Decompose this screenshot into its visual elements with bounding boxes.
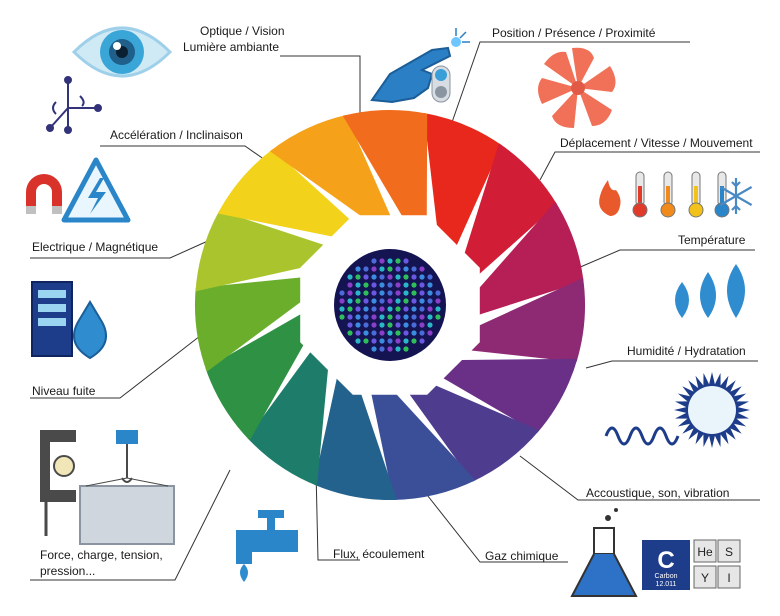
label-humidite: Humidité / Hydratation: [627, 344, 746, 358]
line-deplacement: [539, 151, 760, 181]
label-flux: Flux, écoulement: [333, 547, 425, 561]
wheel-segment: [412, 358, 578, 433]
line-gaz: [419, 485, 568, 563]
label-force: Force, charge, tension,: [40, 548, 163, 562]
line-humidite: [585, 360, 758, 369]
wheel-segment: [313, 343, 397, 501]
toggle-switch-icon: [431, 65, 451, 103]
element-tile: S: [725, 545, 733, 559]
element-tile: Y: [701, 571, 709, 585]
accelerometer-axes-icon: [46, 76, 102, 134]
electric-warning-icon: [61, 157, 131, 223]
clamp-load-icon: [40, 430, 175, 545]
element-tile: He: [697, 545, 713, 559]
label-pression: pression...: [40, 564, 96, 578]
line-niveau: [30, 335, 201, 399]
line-temperature: [577, 249, 755, 269]
connector-lines: [30, 41, 760, 581]
label-position: Position / Présence / Proximité: [492, 26, 656, 40]
center-dot-pattern: [339, 258, 441, 352]
center-sphere: [334, 249, 446, 361]
wheel-segment: [449, 143, 558, 301]
snowflake-icon: [719, 178, 753, 214]
line-acceleration: [100, 145, 269, 163]
label-lumiere-ambiante: Lumière ambiante: [183, 40, 280, 54]
line-position: [449, 41, 690, 129]
fan-blades-icon: [538, 47, 616, 128]
sound-wave-icon: [604, 426, 680, 446]
periodic-elements-icon: C Carbon 12.011 He S Y I: [642, 539, 741, 590]
line-acoustique: [519, 455, 760, 501]
wheel-segment: [217, 149, 380, 246]
thermometer-icon: [632, 171, 730, 218]
label-niveau-fuite: Niveau fuite: [32, 384, 96, 398]
label-deplacement: Déplacement / Vitesse / Mouvement: [560, 136, 753, 150]
pointing-hand-icon: [370, 28, 470, 104]
line-flux: [315, 469, 360, 561]
element-symbol: C: [657, 547, 674, 574]
label-acoustique: Accoustique, son, vibration: [586, 486, 730, 500]
magnet-icon: [26, 174, 62, 214]
faucet-icon: [236, 510, 298, 582]
wheel-segment: [195, 210, 357, 292]
wheel-segment: [269, 115, 405, 247]
wheel-segment: [247, 322, 333, 486]
element-mass: 12.011: [656, 581, 677, 588]
eye-icon: [71, 26, 173, 78]
wheel-segment: [205, 297, 331, 441]
tank-level-icon: [31, 281, 107, 360]
water-drops-icon: [675, 264, 745, 318]
flame-icon: [599, 180, 621, 216]
chemical-flask-icon: [570, 508, 638, 597]
label-electrique: Electrique / Magnétique: [32, 240, 159, 254]
line-force: [30, 469, 231, 581]
label-optique-vision: Optique / Vision: [200, 24, 285, 38]
label-acceleration: Accélération / Inclinaison: [110, 128, 243, 142]
wheel-segment: [446, 201, 584, 326]
label-gaz: Gaz chimique: [485, 549, 559, 563]
element-name: Carbon: [655, 573, 678, 580]
explosion-burst-icon: [674, 372, 750, 448]
label-temperature: Température: [678, 233, 746, 247]
element-tile: I: [727, 571, 730, 585]
line-optique: [280, 55, 361, 122]
line-electrique: [30, 239, 211, 259]
